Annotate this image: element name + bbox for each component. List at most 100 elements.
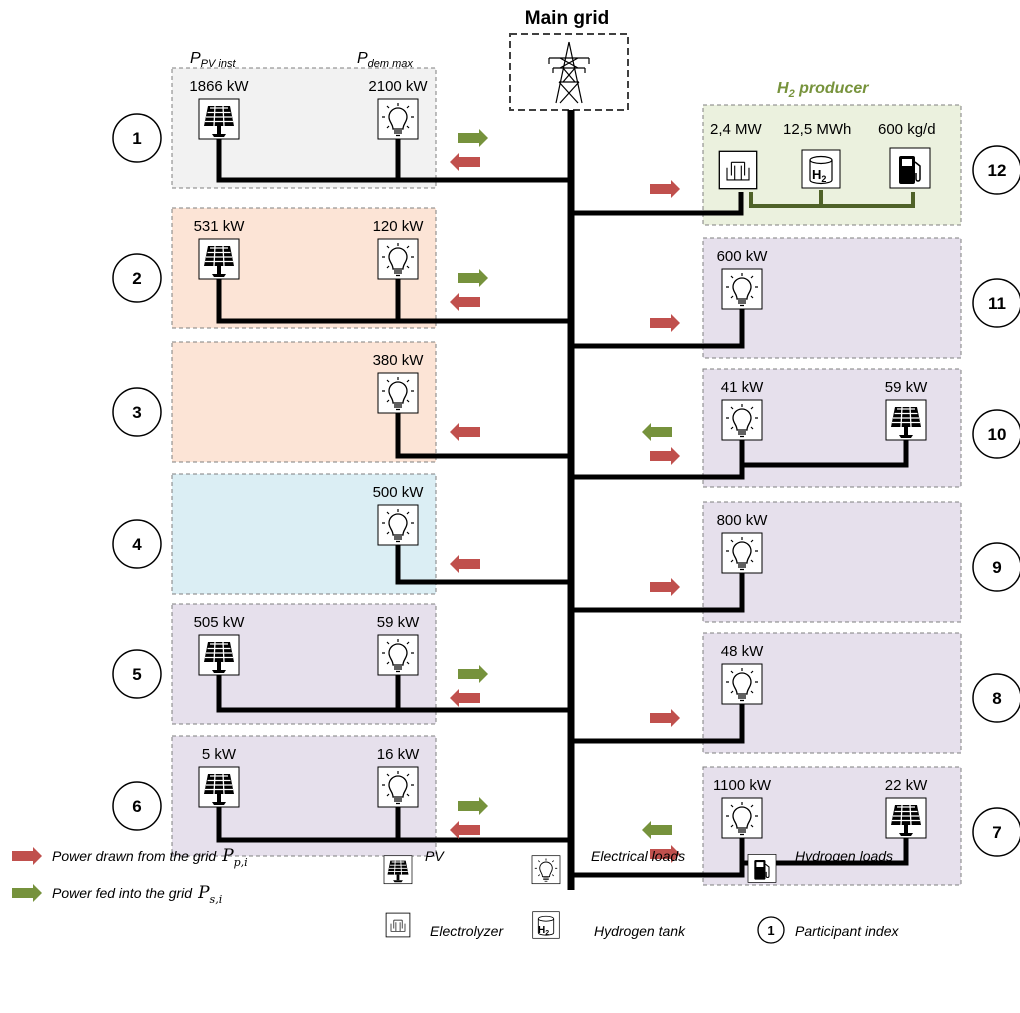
legend-loads-label: Electrical loads	[591, 848, 685, 864]
svg-text:PPV inst: PPV inst	[190, 50, 236, 70]
participant-11-lightbulb-icon	[721, 268, 763, 310]
legend-drawn-arrow	[12, 847, 42, 865]
participant-7-index: 7	[992, 823, 1001, 842]
legend-pv-label: PV	[425, 848, 445, 864]
participant-9-load-line	[571, 572, 745, 613]
participant-12-drawn-arrow	[650, 180, 680, 198]
participant-5-index: 5	[132, 665, 141, 684]
participant-4-index-circle	[112, 519, 162, 569]
h2-producer-label: H2 producer	[777, 80, 869, 100]
participant-2-pv-icon	[198, 238, 240, 280]
participant-7-lightbulb-icon	[721, 797, 763, 839]
participant-10-drawn-arrow	[650, 447, 680, 465]
participant-5-lightbulb-icon	[377, 634, 419, 676]
legend-index-circle	[757, 916, 785, 944]
participant-6-pv-value: 5 kW	[202, 746, 237, 763]
participant-11-index: 11	[988, 294, 1006, 313]
participant-6-index-circle	[112, 781, 162, 831]
participant-3-load-value: 380 kW	[373, 352, 425, 369]
participant-boxes	[171, 67, 962, 886]
participant-3-lightbulb-icon	[377, 372, 419, 414]
participant-11-drawn-arrow	[650, 314, 680, 332]
transmission-tower-icon	[548, 41, 590, 104]
participant-2-index: 2	[132, 269, 141, 288]
participant-2-fed-arrow	[458, 269, 488, 287]
participant-10-load-value: 41 kW	[721, 379, 764, 396]
participant-10-lightbulb-icon	[721, 399, 763, 441]
participant-11-index-circle	[972, 278, 1020, 328]
participant-10-pv-line	[742, 439, 909, 468]
grid-lines	[216, 110, 915, 890]
participant-4-load-line	[395, 544, 571, 585]
participant-6-pv-icon	[198, 766, 240, 808]
participant-12-grid-line	[571, 192, 744, 216]
participant-1-lightbulb-icon	[377, 98, 419, 140]
legend-tank-text: H2	[538, 925, 549, 937]
participant-1-drawn-arrow	[450, 153, 480, 171]
legend-fed-arrow	[12, 884, 42, 902]
main-grid-node	[509, 33, 629, 111]
participant-1-fed-arrow	[458, 129, 488, 147]
participant-7-pv-icon	[885, 797, 927, 839]
devices: H2	[198, 98, 931, 839]
participant-6-lightbulb-icon	[377, 766, 419, 808]
participant-12-index: 12	[988, 161, 1007, 180]
participant-11-load-value: 600 kW	[717, 248, 769, 265]
participant-2-index-circle	[112, 253, 162, 303]
h2-supply-line	[749, 190, 915, 208]
participant-6-drawn-arrow	[450, 821, 480, 839]
flow-arrows	[450, 129, 680, 863]
participant-6-load-line	[395, 806, 571, 843]
participant-9-index: 9	[992, 558, 1001, 577]
participant-8-drawn-arrow	[650, 709, 680, 727]
h2-producer-values: 2,4 MW 12,5 MWh 600 kg/d	[710, 121, 936, 138]
participant-6-load-value: 16 kW	[377, 746, 420, 763]
legend-electrolyzer-icon	[385, 912, 411, 938]
participant-8-load-line	[571, 703, 745, 744]
participant-5-fed-arrow	[458, 665, 488, 683]
svg-text:12,5 MWh: 12,5 MWh	[783, 121, 851, 138]
participant-9-load-value: 800 kW	[717, 512, 769, 529]
participant-12-index-circle	[972, 145, 1020, 195]
participant-2-load-value: 120 kW	[373, 218, 425, 235]
participant-4-load-value: 500 kW	[373, 484, 425, 501]
participant-2-load-line	[395, 278, 571, 324]
hydrogen-tank-text: H2	[812, 167, 826, 184]
participant-6-fed-arrow	[458, 797, 488, 815]
column-header-demand: Pdem max	[357, 50, 413, 70]
participant-7-load-line	[571, 837, 745, 878]
legend-h2-loads-label: Hydrogen loads	[795, 848, 893, 864]
participant-2-drawn-arrow	[450, 293, 480, 311]
participant-1-load-value: 2100 kW	[368, 78, 428, 95]
participant-2-lightbulb-icon	[377, 238, 419, 280]
participant-9-drawn-arrow	[650, 578, 680, 596]
participant-8-load-value: 48 kW	[721, 643, 764, 660]
participant-5-pv-icon	[198, 634, 240, 676]
participant-7-pv-line	[742, 837, 909, 866]
column-header-pv: PPV inst	[190, 50, 236, 70]
participant-9-lightbulb-icon	[721, 532, 763, 574]
participant-10-index: 10	[988, 425, 1007, 444]
participant-7-fed-arrow	[642, 821, 672, 839]
legend-lightbulb-icon	[531, 855, 561, 885]
legend-tank-label: Hydrogen tank	[594, 923, 686, 939]
participant-3-index: 3	[132, 403, 141, 422]
svg-text:600 kg/d: 600 kg/d	[878, 121, 936, 138]
participant-11-load-line	[571, 308, 745, 349]
participant-8-index-circle	[972, 673, 1020, 723]
legend-index-sample: 1	[767, 923, 774, 938]
participant-8-lightbulb-icon	[721, 663, 763, 705]
main-grid-title: Main grid	[525, 8, 609, 29]
legend-index-label: Participant index	[795, 923, 900, 939]
participant-6-index: 6	[132, 797, 141, 816]
participant-4-drawn-arrow	[450, 555, 480, 573]
participant-10-pv-icon	[885, 399, 927, 441]
legend-fuel-station-icon	[747, 853, 777, 883]
participant-3-index-circle	[112, 387, 162, 437]
participant-7-index-circle	[972, 807, 1020, 857]
